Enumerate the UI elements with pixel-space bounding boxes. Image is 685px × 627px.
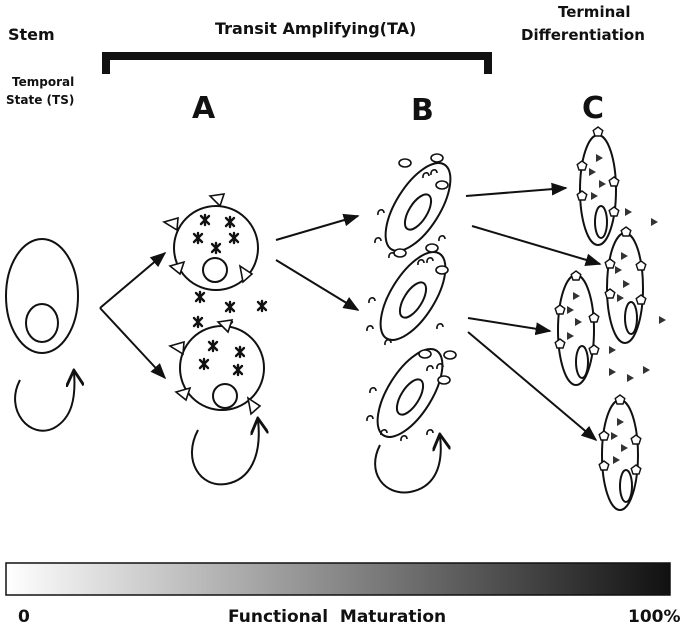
arrow-b-to-c-1 [465,182,568,197]
maturation-max-label: 100% [628,607,681,627]
maturation-min-label: 0 [18,607,30,627]
stage-c-cell-1 [576,126,620,246]
stem-cell [5,238,79,354]
functional-maturation-bar [5,562,671,596]
stage-a-cell-bottom [168,319,265,416]
arrow-stem-to-a-bottom [99,307,167,380]
arrow-a-to-b-top [275,213,360,241]
stage-a-cell-top [162,193,259,291]
stage-c-cell-2 [604,226,647,344]
stem-label: Stem [8,25,55,44]
arrow-stem-to-a-top [99,251,167,309]
temporal-state-label-line2: State (TS) [6,93,74,107]
stage-a-label: A [192,91,216,126]
transit-amplifying-bracket [102,52,492,74]
arrow-b-to-c-2 [471,225,602,267]
temporal-state-label-line1: Temporal [12,75,74,89]
stage-c-label: C [582,91,604,126]
maturation-title-label: Functional Maturation [228,607,446,627]
stage-c-cell-3 [554,270,600,386]
stage-b-cell-3 [366,348,457,442]
arrow-b-to-c-3 [467,317,552,336]
stage-b-label: B [411,93,434,128]
terminal-differentiation-label-line1: Terminal [558,3,631,21]
transit-amplifying-label: Transit Amplifying(TA) [215,19,416,38]
terminal-differentiation-label-line2: Differentiation [521,26,645,44]
stage-a-self-renewal-arrow [191,420,259,486]
stage-b-cell-2 [366,243,449,346]
stage-b-cell-1 [374,153,452,259]
arrow-a-to-b-bottom [275,259,360,311]
stem-self-renewal-arrow [14,372,74,432]
stage-b-self-renewal-arrow [374,436,441,494]
arrow-b-to-c-4 [467,331,598,442]
stage-c-cell-4 [598,394,642,511]
